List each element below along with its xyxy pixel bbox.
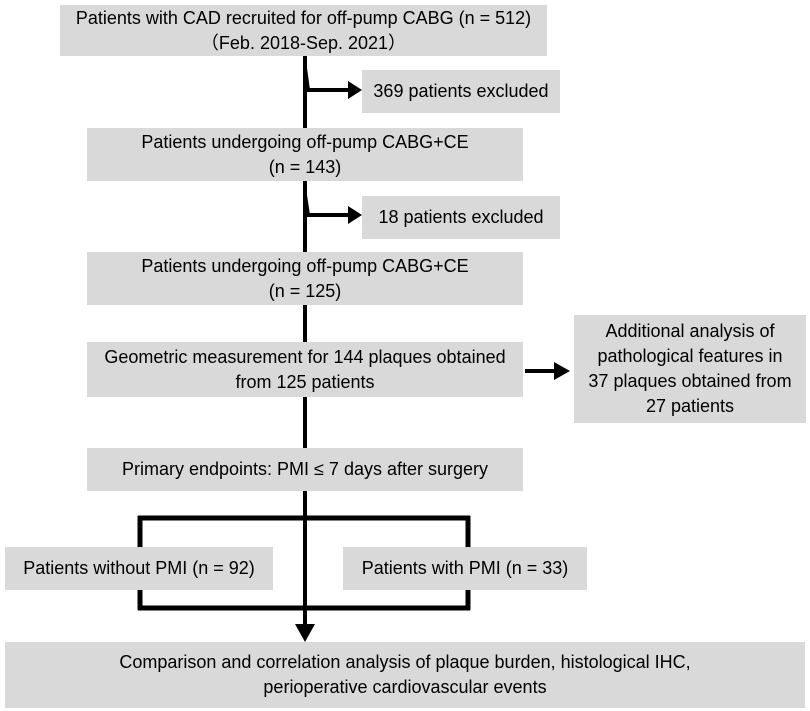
box-excluded-2: 18 patients excluded [362, 196, 560, 239]
arrow-excluded-1 [303, 67, 352, 92]
pathology-line3: 37 plaques obtained from [588, 371, 792, 391]
cabg-ce-125-line2: (n = 125) [268, 280, 342, 301]
box-without-pmi: Patients without PMI (n = 92) [5, 547, 273, 590]
cabg-ce-125-line1: Patients undergoing off-pump CABG+CE [141, 255, 469, 276]
arrowhead-excluded-1 [348, 81, 362, 99]
with-pmi-text: Patients with PMI (n = 33) [361, 558, 569, 578]
cabg-ce-143-line2: (n = 143) [268, 156, 342, 177]
arrowhead-down-final [295, 624, 315, 642]
arrow-excluded-2 [303, 194, 352, 217]
pathology-line4: 27 patients [645, 396, 735, 416]
recruited-line2: （Feb. 2018-Sep. 2021） [200, 32, 407, 53]
excluded-1-text: 369 patients excluded [373, 81, 549, 101]
box-pathology-analysis: Additional analysis of pathological feat… [574, 315, 806, 423]
arrowhead-pathology [554, 362, 570, 380]
excluded-2-text: 18 patients excluded [378, 207, 544, 227]
pathology-line2: pathological features in [597, 346, 783, 366]
cabg-ce-143-line1: Patients undergoing off-pump CABG+CE [141, 131, 469, 152]
geometric-line2: from 125 patients [235, 371, 375, 392]
box-cabg-ce-125: Patients undergoing off-pump CABG+CE (n … [87, 252, 523, 305]
box-recruited: Patients with CAD recruited for off-pump… [60, 5, 547, 56]
box-excluded-1: 369 patients excluded [362, 70, 560, 113]
recruited-line1: Patients with CAD recruited for off-pump… [75, 7, 532, 28]
arrowhead-excluded-2 [348, 206, 362, 224]
comparison-line2: perioperative cardiovascular events [263, 677, 547, 697]
geometric-line1: Geometric measurement for 144 plaques ob… [104, 346, 506, 367]
without-pmi-text: Patients without PMI (n = 92) [23, 558, 255, 578]
box-with-pmi: Patients with PMI (n = 33) [343, 547, 587, 590]
box-comparison-analysis: Comparison and correlation analysis of p… [5, 642, 805, 708]
box-cabg-ce-143: Patients undergoing off-pump CABG+CE (n … [87, 128, 523, 181]
endpoint-text: Primary endpoints: PMI ≤ 7 days after su… [121, 459, 489, 479]
box-geometric-measurement: Geometric measurement for 144 plaques ob… [87, 342, 523, 397]
pathology-line1: Additional analysis of [605, 321, 775, 341]
comparison-line1: Comparison and correlation analysis of p… [119, 652, 691, 672]
box-primary-endpoint: Primary endpoints: PMI ≤ 7 days after su… [87, 448, 523, 491]
